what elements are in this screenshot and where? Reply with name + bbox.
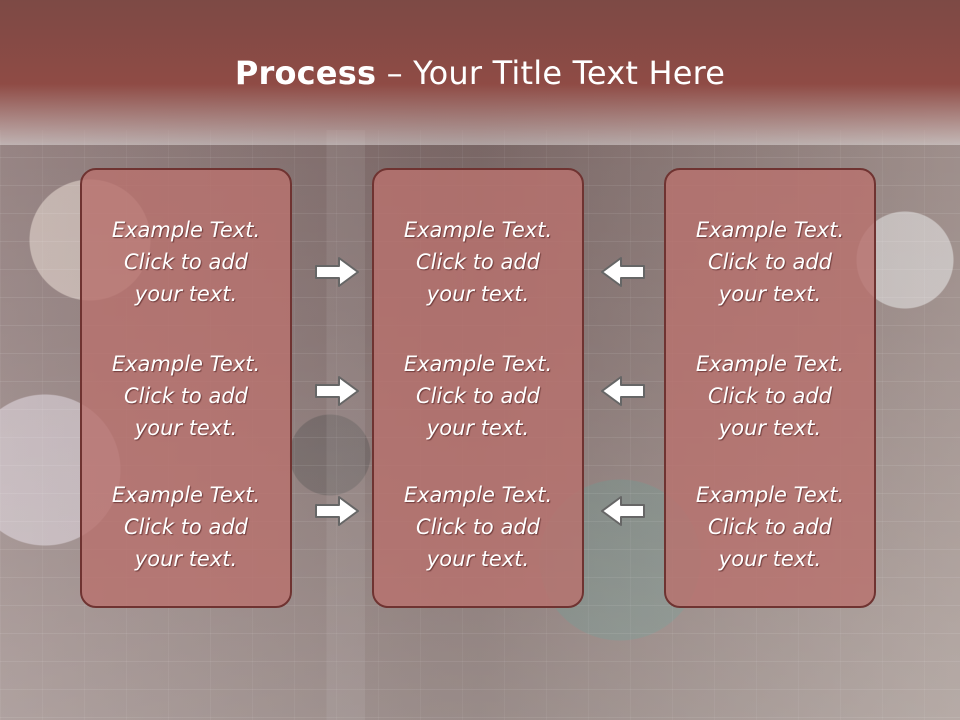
center-text-block-1: Example Text. Click to add your text.: [403, 218, 553, 306]
right-text-block-3: Example Text. Click to add your text.: [695, 483, 845, 571]
arrow-left-icon: [600, 374, 646, 408]
title-bar: Process – Your Title Text Here: [0, 0, 960, 145]
arrow-right-icon: [314, 494, 360, 528]
left-text-block-1: Example Text. Click to add your text.: [111, 218, 261, 306]
slide-title: Process – Your Title Text Here: [0, 54, 960, 92]
title-rest-text: – Your Title Text Here: [376, 54, 726, 92]
arrow-left-icon: [600, 494, 646, 528]
right-text-block-1: Example Text. Click to add your text.: [695, 218, 845, 306]
center-text-block-2: Example Text. Click to add your text.: [403, 352, 553, 440]
right-text-block-2: Example Text. Click to add your text.: [695, 352, 845, 440]
left-text-block-2: Example Text. Click to add your text.: [111, 352, 261, 440]
arrow-right-icon: [314, 374, 360, 408]
left-process-panel: Example Text. Click to add your text. Ex…: [80, 168, 292, 608]
left-text-block-3: Example Text. Click to add your text.: [111, 483, 261, 571]
right-process-panel: Example Text. Click to add your text. Ex…: [664, 168, 876, 608]
arrow-right-icon: [314, 255, 360, 289]
title-strong-text: Process: [234, 54, 377, 92]
center-text-block-3: Example Text. Click to add your text.: [403, 483, 553, 571]
center-process-panel: Example Text. Click to add your text. Ex…: [372, 168, 584, 608]
arrow-left-icon: [600, 255, 646, 289]
